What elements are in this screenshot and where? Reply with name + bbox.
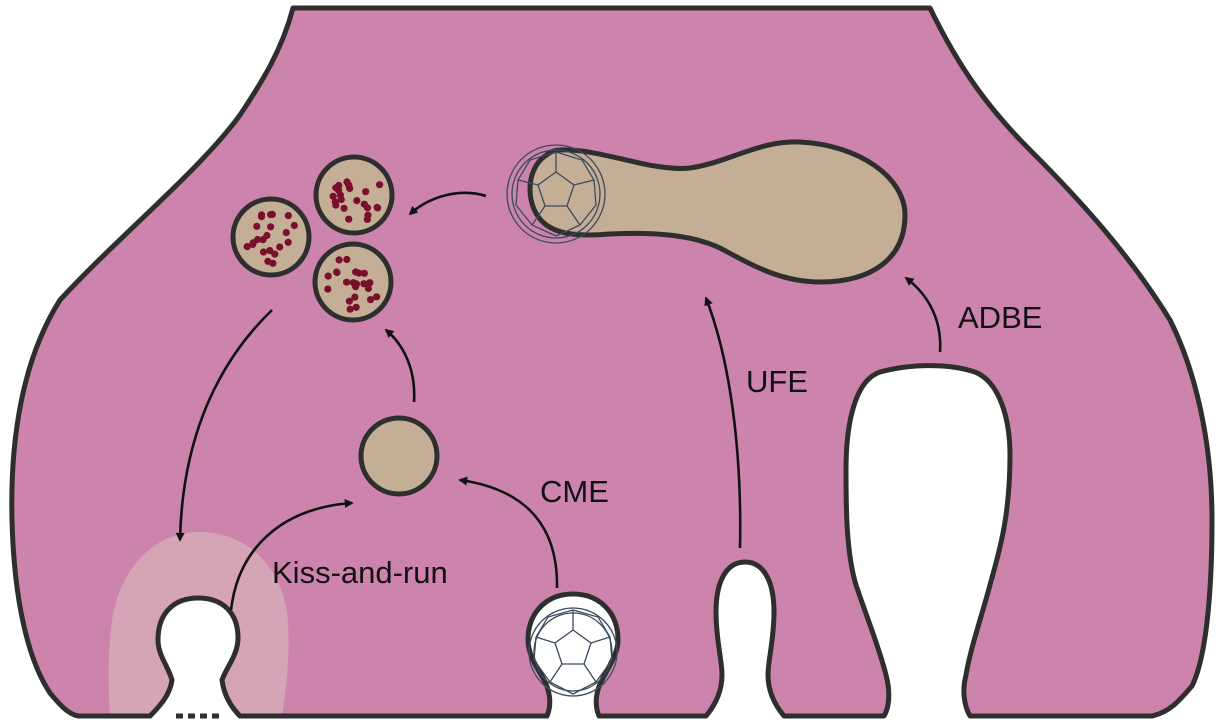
cargo-dot — [271, 251, 278, 258]
cargo-dot — [335, 187, 342, 194]
label-kiss-and-run: Kiss-and-run — [272, 555, 448, 590]
cargo-dot — [364, 204, 371, 211]
cargo-dot — [367, 296, 374, 303]
cargo-dot — [285, 212, 292, 219]
cargo-dot — [253, 223, 260, 230]
cargo-dot — [351, 294, 358, 301]
cargo-dot — [362, 188, 369, 195]
cargo-dot — [283, 229, 290, 236]
clathrin-coated-pit — [529, 608, 617, 696]
cargo-dot — [364, 212, 371, 219]
cargo-dot — [353, 304, 360, 311]
cargo-dot — [345, 216, 352, 223]
cargo-dot — [324, 286, 331, 293]
cargo-dot — [244, 243, 251, 250]
cargo-dot — [285, 239, 292, 246]
cargo-dot — [365, 285, 372, 292]
cargo-dot — [374, 204, 381, 211]
cargo-dot — [263, 232, 270, 239]
endocytic-vesicle — [361, 418, 437, 494]
cargo-dot — [336, 256, 343, 263]
cargo-dot — [338, 196, 345, 203]
cargo-dot — [343, 178, 350, 185]
label-adbe: ADBE — [958, 300, 1042, 335]
cargo-dot — [333, 268, 340, 275]
synaptic-vesicle — [316, 157, 392, 233]
cargo-dot — [267, 211, 274, 218]
cargo-dot — [250, 239, 257, 246]
cargo-dot — [264, 258, 271, 265]
cargo-dot — [376, 181, 383, 188]
cargo-dot — [347, 306, 354, 313]
cargo-dot — [276, 243, 283, 250]
cargo-dot — [260, 248, 267, 255]
cargo-dot — [267, 223, 274, 230]
cargo-dot — [325, 273, 332, 280]
kiss-and-run-pore — [150, 598, 240, 716]
label-cme: CME — [540, 474, 609, 509]
cargo-dot — [332, 202, 339, 209]
cargo-dot — [258, 211, 265, 218]
cargo-dot — [353, 197, 360, 204]
cargo-dot — [341, 205, 348, 212]
label-ufe: UFE — [746, 364, 808, 399]
cargo-dot — [352, 268, 359, 275]
cargo-dot — [291, 222, 298, 229]
cargo-dot — [343, 279, 350, 286]
cargo-dot — [343, 256, 350, 263]
cargo-dot — [350, 279, 357, 286]
